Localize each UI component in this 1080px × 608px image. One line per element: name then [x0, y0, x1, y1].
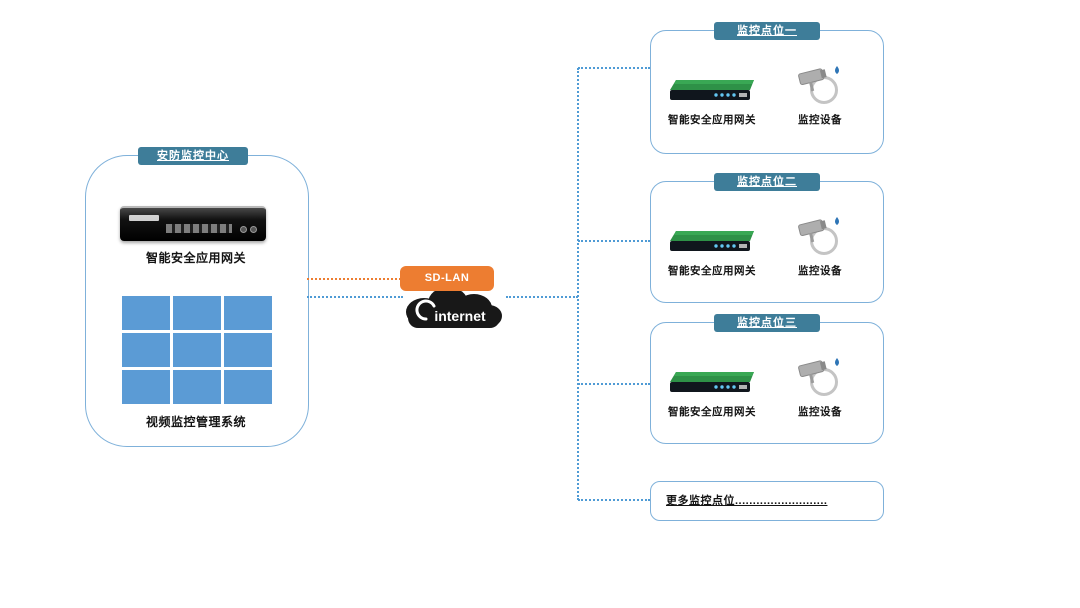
- branch-site2: [578, 240, 650, 242]
- video-wall-grid: [122, 296, 272, 404]
- internet-label: internet: [434, 308, 486, 324]
- branch-more: [578, 499, 650, 501]
- site3-gateway-device-icon: [670, 372, 754, 392]
- cloud-icon: internet: [406, 287, 502, 328]
- branch-site1: [578, 67, 650, 69]
- more-sites-label: 更多监控点位..........................: [666, 495, 828, 507]
- site2-gateway-label: 智能安全应用网关: [668, 265, 756, 277]
- link-center-to-sdlan: [307, 278, 401, 280]
- link-center-to-cloud: [307, 296, 403, 298]
- site1-gateway-device-icon: [670, 80, 754, 100]
- site3-camera-icon: [798, 358, 839, 396]
- site2-title: 监控点位二: [714, 173, 820, 191]
- appliance-led-icon: [250, 226, 257, 233]
- site1-title: 监控点位一: [714, 22, 820, 40]
- site1-camera-label: 监控设备: [798, 114, 842, 126]
- site3-gateway-label: 智能安全应用网关: [668, 406, 756, 418]
- site1-camera-icon: [798, 66, 839, 104]
- vms-label: 视频监控管理系统: [145, 415, 246, 429]
- appliance-led-icon: [240, 226, 247, 233]
- sdlan-badge: SD-LAN: [400, 266, 494, 291]
- security-center-title: 安防监控中心: [138, 147, 248, 165]
- appliance-ports-icon: [166, 224, 232, 233]
- site2-gateway-device-icon: [670, 231, 754, 251]
- more-sites-box: [650, 481, 884, 521]
- center-gateway-label: 智能安全应用网关: [145, 251, 246, 265]
- internet-cloud: internet: [396, 282, 508, 339]
- site2-camera-icon: [798, 217, 839, 255]
- site1-gateway-label: 智能安全应用网关: [668, 114, 756, 126]
- site3-camera-label: 监控设备: [798, 406, 842, 418]
- site2-camera-label: 监控设备: [798, 265, 842, 277]
- branch-site3: [578, 383, 650, 385]
- swoosh-icon: [415, 299, 436, 321]
- center-gateway-appliance: [120, 206, 266, 241]
- site3-title: 监控点位三: [714, 314, 820, 332]
- link-cloud-to-trunk: [506, 296, 578, 298]
- trunk-line: [577, 68, 579, 500]
- appliance-logo-icon: [129, 215, 159, 221]
